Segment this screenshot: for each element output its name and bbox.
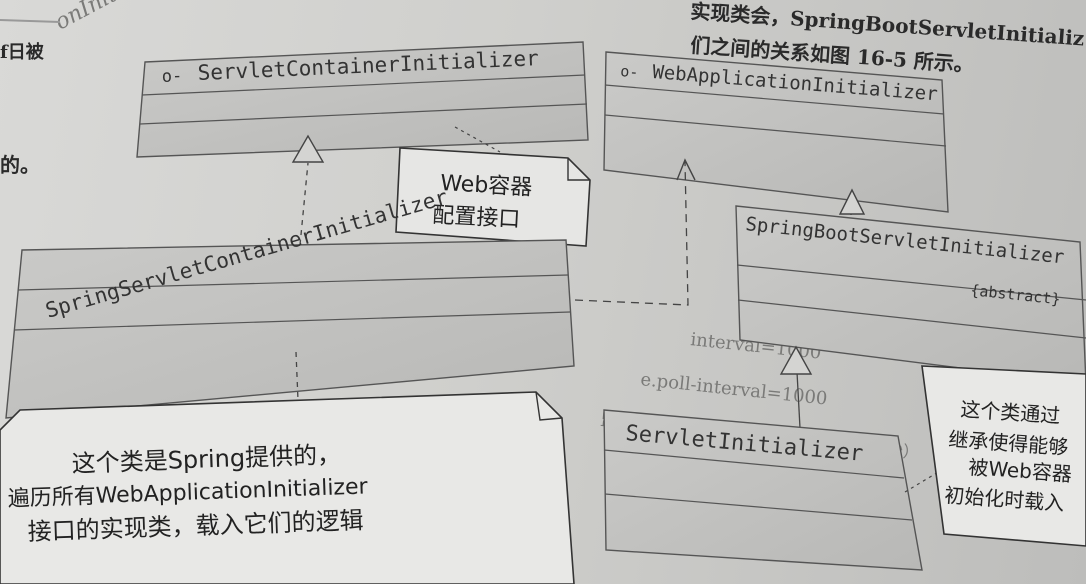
note-servlet-init: 这个类通过 继承使得能够 被Web容器 初始化时载入: [921, 365, 1086, 547]
interface-icon: o-: [161, 66, 182, 87]
note-connector-servlet-init: [904, 467, 946, 493]
class-servlet-initializer: ServletInitializer: [603, 409, 923, 571]
page-text-left-margin-2: 的。: [0, 153, 40, 177]
generalization-arrow-bottom: [779, 345, 813, 429]
note-web-container-line1: Web容器: [440, 171, 533, 201]
interface-icon: o-: [620, 62, 639, 81]
note-connector-web-container: [454, 126, 501, 153]
dependency-arrow: [574, 158, 696, 306]
note-web-container: Web容器 配置接口: [395, 147, 591, 247]
page-text-left-margin-1: f日被: [0, 41, 45, 63]
note-spring: 这个类是Spring提供的， 遍历所有WebApplicationInitial…: [0, 391, 575, 584]
note-connector-spring: [295, 351, 299, 401]
page-text-behind-2: e.poll-interval=1000: [639, 369, 828, 410]
realization-arrow-left: [291, 134, 325, 246]
generalization-arrow-top: [838, 188, 866, 216]
page-text-top-left: onInitializ: [51, 0, 162, 35]
class-servlet-container-initializer: o- ServletContainerInitializer: [136, 41, 589, 158]
class-web-application-initializer: o- WebApplicationInitializer: [603, 51, 949, 213]
note-web-container-line2: 配置接口: [432, 203, 521, 233]
page-edge: [0, 19, 61, 23]
